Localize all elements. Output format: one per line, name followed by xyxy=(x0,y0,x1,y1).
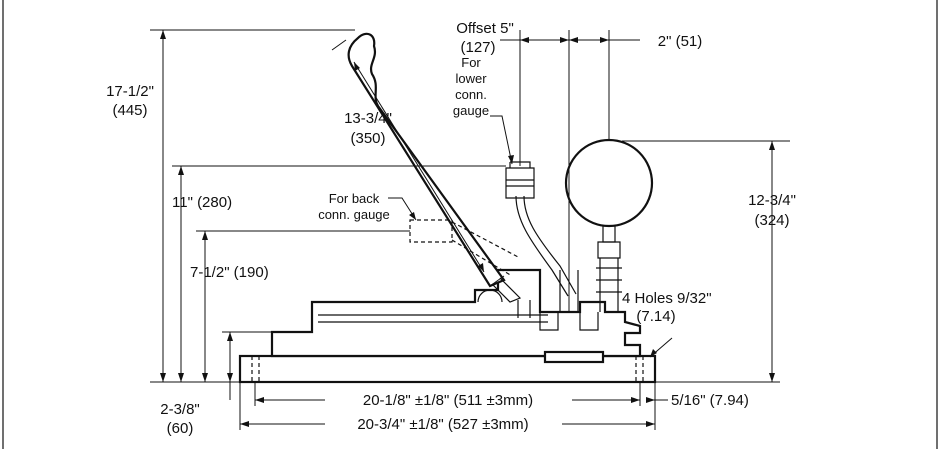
holes-mm-label: (7.14) xyxy=(636,308,675,325)
back-gauge-fitting xyxy=(409,219,453,243)
gauge-height-label: 12-3/4" xyxy=(748,192,796,209)
overall-length-label: 20-3/4" ±1/8" (527 ±3mm) xyxy=(357,416,528,433)
pump-body xyxy=(270,268,642,358)
lower-gauge-note-1: For xyxy=(461,55,481,70)
edge-offset-label: 5/16" (7.94) xyxy=(671,392,749,409)
lower-gauge-note-4: gauge xyxy=(453,103,489,118)
offset-label: Offset 5" xyxy=(456,20,514,37)
base-height-label: 2-3/8" xyxy=(160,401,200,418)
offset-mm-label: (127) xyxy=(460,39,495,56)
handle-length-mm-label: (350) xyxy=(350,130,385,147)
base-height-mm-label: (60) xyxy=(167,420,194,437)
gauge-height-mm-label: (324) xyxy=(754,212,789,229)
pressure-gauge xyxy=(564,138,654,228)
back-gauge-height-label: 7-1/2" (190) xyxy=(190,264,269,281)
hole-spacing-label: 20-1/8" ±1/8" (511 ±3mm) xyxy=(363,392,533,409)
holes-label: 4 Holes 9/32" xyxy=(622,290,712,307)
lower-gauge-fitting xyxy=(505,167,535,199)
lower-gauge-note-2: lower xyxy=(455,71,487,86)
gauge-spacing-label: 2" (51) xyxy=(658,33,703,50)
lower-gauge-height-label: 11" (280) xyxy=(172,194,232,211)
lower-gauge-note-3: conn. xyxy=(455,87,487,102)
height-total-mm-label: (445) xyxy=(112,102,147,119)
nameplate xyxy=(543,350,605,364)
lever-handle xyxy=(347,32,506,288)
handle-length-label: 13-3/4" xyxy=(344,110,392,127)
back-gauge-note-2: conn. gauge xyxy=(318,207,390,222)
height-total-label: 17-1/2" xyxy=(106,83,154,100)
back-gauge-note-1: For back xyxy=(329,191,380,206)
